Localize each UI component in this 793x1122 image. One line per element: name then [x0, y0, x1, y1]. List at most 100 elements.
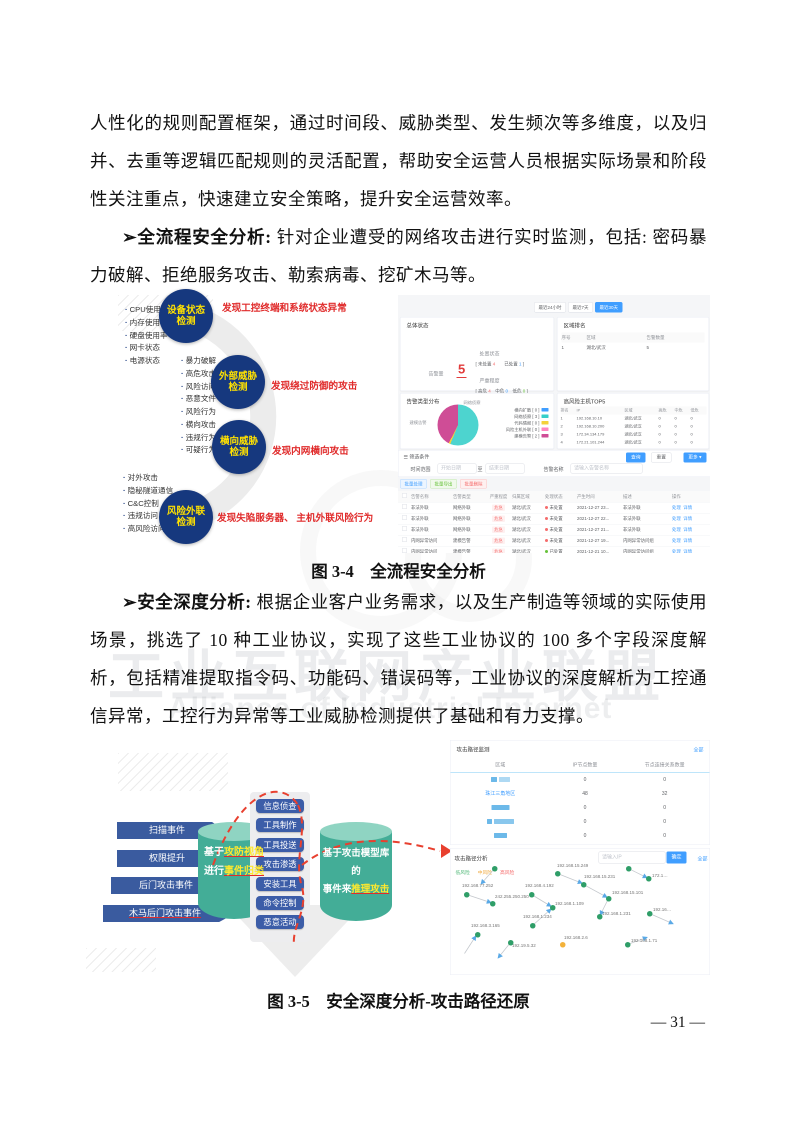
figure-3-5: 扫描事件权限提升后门攻击事件木马后门攻击事件 基于攻防视角 进行事件归类 信息侦…: [95, 737, 710, 980]
alarm-name-input[interactable]: 请输入告警名称: [570, 463, 643, 474]
handle-link[interactable]: 处理: [672, 549, 681, 553]
start-date-input[interactable]: 开始日期: [437, 463, 477, 474]
graph-node[interactable]: 192.168.4.192: [525, 883, 554, 898]
column-header: 高危: [658, 408, 667, 413]
more-button[interactable]: 更多 ▾: [683, 452, 707, 463]
table-row[interactable]: 内网异常访问 建模告警 危急 湖北/武汉 已处置 2021-12-21 10..…: [398, 547, 710, 553]
mid-cell: 0: [674, 440, 677, 445]
confirm-button[interactable]: 确定: [666, 851, 687, 864]
ip-search-input[interactable]: 请输入IP: [598, 851, 666, 864]
table-row[interactable]: 非法外联 网络外联 危急 湖北/武汉 未处置 2021-12-27 21... …: [398, 525, 710, 536]
batch-button[interactable]: 批量处理: [400, 479, 428, 489]
alarm-type-cell: 网络外联: [453, 527, 471, 532]
table-row[interactable]: 0 0: [451, 829, 710, 843]
graph-node[interactable]: 192.168.1.71: [625, 938, 657, 948]
handle-link[interactable]: 处理: [672, 516, 681, 521]
alert-table-rows: 非法外联 网络外联 危急 湖北/武汉 未处置 2021-12-27 23... …: [398, 503, 710, 553]
batch-button[interactable]: 批量导出: [430, 479, 458, 489]
column-header: 区域: [624, 408, 633, 413]
view-all-link[interactable]: 全部: [693, 747, 704, 754]
graph-node[interactable]: [626, 866, 632, 872]
row-checkbox[interactable]: [398, 503, 411, 514]
detail-link[interactable]: 详情: [683, 538, 693, 543]
graph-node[interactable]: 172.1…: [646, 873, 668, 882]
reset-button[interactable]: 重置: [650, 452, 672, 463]
detail-link[interactable]: 详情: [683, 505, 693, 510]
checkbox-header[interactable]: [398, 491, 411, 502]
region-cell[interactable]: 珠江三角地区: [485, 791, 516, 797]
connection-count-cell: 32: [661, 791, 668, 797]
table-row[interactable]: 1 192.168.10.10 湖北/武汉 0 0 0: [561, 415, 707, 423]
graph-node[interactable]: 192.168.1.109: [550, 901, 584, 911]
table-row[interactable]: 0 0: [451, 815, 710, 829]
detail-link[interactable]: 详情: [683, 527, 693, 532]
metric-item: 违规访问: [123, 510, 173, 523]
high-cell: 0: [658, 424, 661, 429]
table-row[interactable]: 3 172.34.134.179 湖北/武汉 0 0 0: [561, 431, 707, 439]
search-button[interactable]: 查询: [625, 452, 646, 463]
alarm-count-label: 告警量: [428, 371, 444, 378]
region-table-header: 序号 区域 告警数量: [561, 332, 705, 343]
table-row[interactable]: 1 湖北/武汉 5: [562, 343, 705, 353]
ip-node-count-cell: 48: [582, 791, 588, 797]
status-cell: 未处置: [545, 536, 577, 547]
graph-node[interactable]: 192.16…: [647, 907, 671, 917]
graph-node-ip-label: 192.168.1.109: [555, 901, 584, 906]
graph-node[interactable]: 192.19.5.32: [508, 940, 536, 948]
figure-3-4: CPU使用率内存使用率硬盘使用率网卡状态电源状态 暴力破解高危攻击风险访问恶意文…: [95, 289, 710, 554]
graph-node-ip-label: 192.168.1.234: [523, 914, 552, 919]
row-checkbox[interactable]: [398, 536, 411, 547]
batch-button[interactable]: 批量删除: [460, 479, 488, 489]
table-row[interactable]: 4 172.21.101.244 湖北/武汉 0 0 0: [561, 439, 707, 447]
table-row[interactable]: 2 192.168.10.200 湖北/武汉 0 0 0: [561, 423, 707, 431]
graph-node[interactable]: 192.168.2.6: [560, 935, 588, 948]
detail-link[interactable]: 详情: [683, 516, 693, 521]
metric-list-device: CPU使用率内存使用率硬盘使用率网卡状态电源状态: [125, 304, 169, 368]
view-all-link[interactable]: 全部: [697, 856, 708, 863]
dashboard: 最近24小时最近7天最近30天 总体状态 告警量 5 处置状态 [ 未处置 4 …: [398, 295, 710, 553]
table-row[interactable]: 内网异常访问 建模告警 危急 湖北/武汉 未处置 2021-12-27 19..…: [398, 536, 710, 547]
region-cell: 湖北/武汉: [512, 527, 531, 532]
handle-link[interactable]: 处理: [672, 538, 681, 543]
column-header: IP节点数量: [572, 762, 598, 769]
time-range-button[interactable]: 最近24小时: [534, 302, 567, 313]
graph-node[interactable]: 192.168.77.252: [462, 883, 493, 898]
table-row[interactable]: 非法外联 网络外联 危急 湖北/武汉 未处置 2021-12-27 22... …: [398, 514, 710, 525]
graph-node[interactable]: 192.168.15.231: [581, 874, 615, 888]
graph-node[interactable]: 192.168.3.165: [471, 923, 500, 938]
detail-link[interactable]: 详情: [683, 549, 693, 553]
time-range-button[interactable]: 最近30天: [595, 302, 623, 313]
circle-device-status: 设备状态 检测: [159, 289, 213, 343]
graph-node[interactable]: [492, 866, 498, 872]
table-row[interactable]: 珠江三角地区 48 32: [451, 787, 710, 801]
legend-label: 建模告警: [514, 433, 532, 439]
time-range-button[interactable]: 最近7天: [568, 302, 594, 313]
row-checkbox[interactable]: [398, 547, 411, 553]
graph-node[interactable]: 192.168.15.101: [606, 890, 643, 902]
table-row[interactable]: 0 0: [451, 801, 710, 815]
circle-lateral-threat: 横向威胁 检测: [212, 420, 266, 474]
severity-seg: 低危: [508, 388, 523, 394]
graph-node[interactable]: 192.168.1.234: [523, 914, 552, 929]
table-row[interactable]: 非法外联 网络外联 危急 湖北/武汉 未处置 2021-12-27 23... …: [398, 503, 710, 514]
time-cell: 2021-12-21 10...: [577, 549, 610, 553]
handle-link[interactable]: 处理: [672, 505, 681, 510]
operation-cell: 处理详情: [672, 514, 707, 525]
attack-path-ui: 攻击路径监测 全部 区域 IP节点数量 节点连接关系数量: [450, 737, 710, 975]
panel-title: 总体状态: [406, 323, 429, 329]
graph-node[interactable]: 192.168.1.231: [597, 911, 631, 920]
end-date-input[interactable]: 结束日期: [485, 463, 525, 474]
legend-entry: 低风险: [455, 870, 470, 876]
alarm-type-cell: 网络外联: [453, 516, 471, 521]
graph-node[interactable]: 242.255.250.250: [490, 894, 529, 907]
handle-link[interactable]: 处理: [672, 527, 681, 532]
severity-label: 严重程度: [479, 378, 500, 385]
time-cell: 2021-12-27 19...: [577, 538, 610, 543]
row-checkbox[interactable]: [398, 514, 411, 525]
dispose-status-label: 处置状态: [479, 351, 500, 358]
bullet-text: 针对企业遭受的网络攻击进行实时监测，包括: 密码暴力破解、拒绝服务攻击、勒索病毒…: [90, 227, 707, 285]
row-checkbox[interactable]: [398, 525, 411, 536]
table-row[interactable]: 0 0: [451, 773, 710, 787]
legend-value: [ 0 ]: [532, 420, 540, 426]
graph-node[interactable]: 192.168.15.249: [555, 863, 588, 877]
